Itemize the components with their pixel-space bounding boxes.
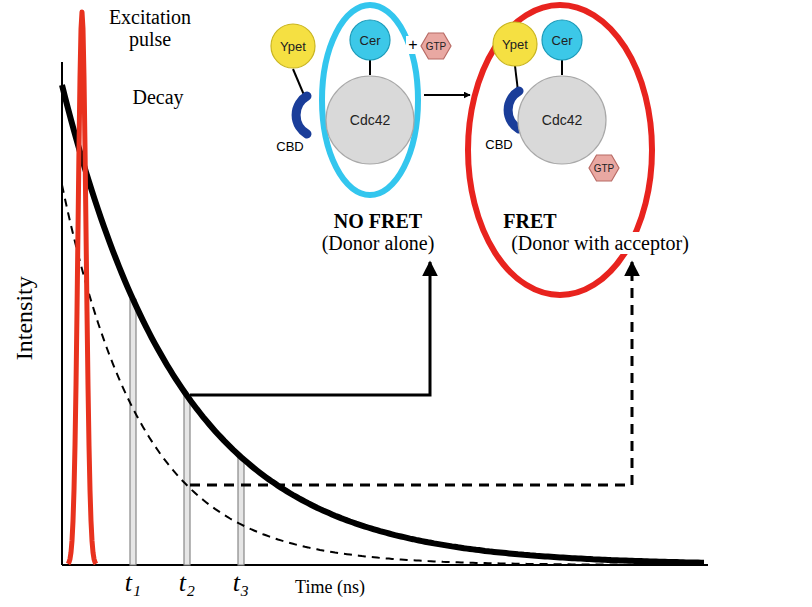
fret-decay-curve [62, 185, 704, 565]
donor-highlight [322, 5, 418, 195]
pointer-arrow [190, 262, 430, 395]
text-label: FRET [501, 210, 558, 232]
linker [293, 69, 304, 95]
linker [561, 60, 563, 75]
protein-name: Ypet [502, 37, 528, 52]
time-gate [238, 457, 244, 565]
y-axis [61, 62, 63, 565]
text-label: Time (ns) [295, 578, 365, 598]
text-label: + [406, 36, 419, 54]
text-label: CBD [485, 138, 512, 152]
protein-circle: Cdc42 [517, 75, 607, 165]
time-gate-label: t₁ [125, 569, 141, 598]
reaction-arrow [424, 94, 470, 96]
excitation-pulse [68, 12, 96, 564]
decay-plot [62, 12, 708, 565]
cbd-crescent [508, 91, 519, 129]
text-label: Intensity [11, 276, 37, 360]
protein-circle: Cdc42 [325, 75, 415, 165]
linker [369, 60, 371, 75]
pointer-arrow [190, 262, 632, 485]
cbd-crescent [296, 96, 307, 134]
text-label: Decay [132, 86, 183, 108]
protein-circle: Ypet [270, 23, 316, 69]
time-gate-label: t₂ [179, 569, 195, 598]
text-label: NO FRET [334, 210, 422, 232]
text-label: (Donor alone) [322, 232, 435, 254]
protein-name: Cer [552, 33, 573, 48]
text-label: (Donor with acceptor) [509, 232, 691, 254]
protein-name: GTP [594, 163, 615, 174]
text-label: Excitation pulse [100, 6, 200, 50]
protein-name: GTP [426, 41, 447, 52]
gtp-hexagon: GTP [420, 30, 452, 62]
protein-circle: Cer [541, 19, 583, 61]
protein-circle: Cer [349, 19, 391, 61]
time-gate-label: t₃ [233, 569, 249, 598]
gtp-hexagon: GTP [588, 152, 620, 184]
protein-name: Ypet [280, 39, 306, 54]
protein-circle: Ypet [492, 21, 538, 67]
protein-name: Cer [360, 33, 381, 48]
protein-name: Cdc42 [542, 112, 582, 128]
time-gate [184, 396, 190, 565]
text-label: CBD [276, 140, 303, 154]
time-gate [130, 299, 136, 565]
protein-name: Cdc42 [350, 112, 390, 128]
